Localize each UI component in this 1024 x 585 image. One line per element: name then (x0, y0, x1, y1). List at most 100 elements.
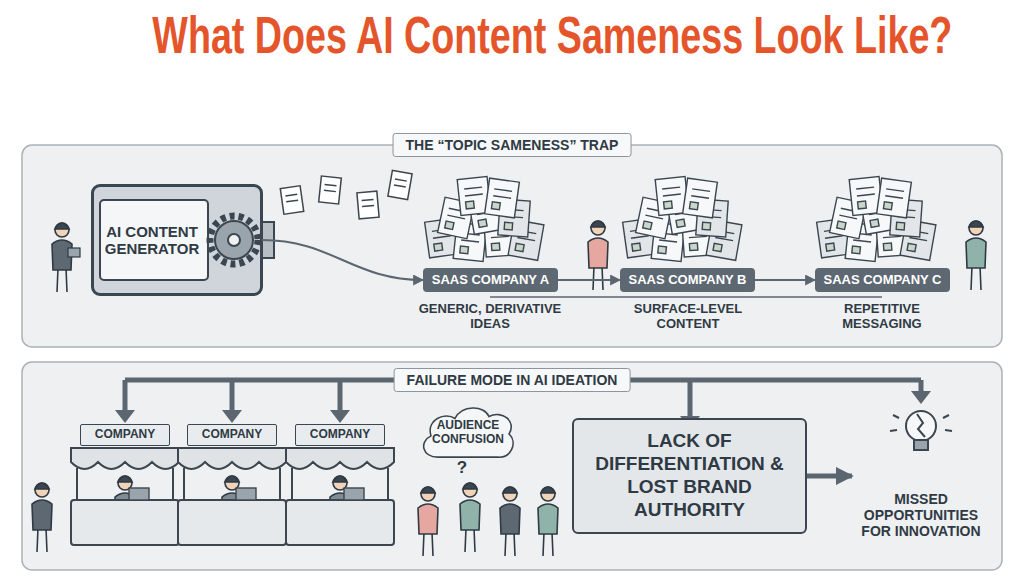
person (460, 483, 480, 552)
person-hair (503, 487, 517, 493)
document-line (825, 236, 843, 239)
document-thumb (491, 202, 500, 210)
person-head (541, 487, 555, 501)
person (500, 487, 520, 556)
person-leg (465, 528, 466, 552)
text-group: MISSED OPPORTUNITIES FOR INNOVATION (854, 491, 988, 539)
document-thumb (466, 201, 475, 209)
pile-document (877, 178, 912, 218)
annotation-label: GENERIC, DERIVATIVE IDEAS (410, 302, 570, 332)
tablet (68, 248, 80, 257)
document-thumb (515, 243, 524, 251)
text-group: COMPANY (310, 428, 370, 442)
document-thumb (664, 201, 673, 209)
bulb-crack (917, 414, 925, 437)
person-leg (552, 532, 553, 556)
sign-text: COMPANY (202, 428, 262, 442)
text-group: COMPANY (202, 428, 262, 442)
connector-arrow (262, 240, 423, 280)
person-body (460, 500, 480, 530)
document-line (394, 185, 406, 187)
person (418, 487, 438, 556)
person-body (500, 504, 520, 534)
outcome-note: MISSED OPPORTUNITIES FOR INNOVATION (852, 405, 990, 545)
document-line (325, 184, 337, 185)
plate-text: SAAS COMPANY C (824, 273, 942, 288)
missed-text: MISSED OPPORTUNITIES FOR INNOVATION (854, 491, 988, 539)
pile-document (683, 178, 718, 218)
person-leg (543, 532, 544, 556)
document-thumb (460, 246, 469, 254)
document (319, 176, 342, 204)
text-group: AI CONTENT GENERATOR (102, 223, 202, 258)
flying-documents (280, 170, 412, 218)
company-plate: SAAS COMPANY B (620, 268, 755, 292)
document-line (856, 187, 874, 189)
stall-sign: COMPANY (187, 424, 277, 446)
figures (32, 177, 986, 556)
bulb-ray (943, 415, 949, 418)
arrowhead (115, 410, 135, 423)
document-line (395, 179, 407, 181)
panel-band (22, 362, 1002, 570)
connector-arrow (558, 279, 620, 281)
document-thumb (826, 243, 835, 251)
person (966, 221, 986, 290)
gear-teeth (210, 216, 258, 264)
laptop (129, 488, 149, 500)
connector-arrow (755, 279, 815, 281)
document-line (286, 200, 298, 202)
gen-text: AI CONTENT GENERATOR (102, 223, 202, 258)
panels (22, 145, 1002, 570)
document-thumb (445, 221, 454, 230)
sign-text: COMPANY (95, 428, 155, 442)
person-hair (333, 476, 347, 482)
branch-drop (230, 380, 235, 412)
bulb-glass (906, 411, 936, 441)
document-line (883, 236, 901, 237)
document-thumb (478, 219, 487, 227)
panel-band: FAILURE MODE IN AI IDEATIONCOMPANYCOMPAN… (22, 362, 1002, 570)
bracket-line (490, 296, 882, 298)
bulb-base (914, 440, 928, 450)
cloud-shape (424, 408, 513, 457)
stall-awning (71, 448, 179, 469)
document-line (857, 194, 875, 196)
person-hair (55, 223, 69, 229)
stall-sign: COMPANY (295, 424, 385, 446)
document-thumb (632, 243, 641, 251)
person-head (503, 487, 517, 501)
annotation-label: SURFACE-LEVEL CONTENT (623, 302, 753, 332)
document-thumb (491, 243, 499, 251)
person (538, 487, 558, 556)
gear (215, 221, 253, 259)
document-line (362, 205, 374, 206)
connector-arrow (807, 474, 852, 479)
document-line (885, 196, 903, 199)
person-hair (421, 487, 435, 493)
person-head (421, 487, 435, 501)
text-group: COMPANY (95, 428, 155, 442)
stall-counter (178, 500, 286, 545)
person-leg (971, 266, 972, 290)
laptop (344, 488, 364, 500)
document (280, 186, 303, 215)
document-line (689, 236, 707, 237)
document-line (465, 194, 483, 196)
annotation-label: REPETITIVE MESSAGING (820, 302, 944, 332)
document-line (631, 236, 649, 239)
document-thumb (907, 243, 916, 251)
document (683, 178, 718, 218)
stall-sign: COMPANY (80, 424, 170, 446)
person-leg (57, 268, 58, 292)
outcome-box: LACK OF DIFFERENTIATION & LOST BRAND AUT… (572, 418, 807, 533)
document-line (494, 189, 512, 192)
document-line (662, 187, 680, 189)
document-thumb (702, 222, 710, 230)
bulb-ray (945, 430, 952, 431)
person-head (463, 483, 477, 497)
document-line (285, 194, 297, 196)
person-leg (593, 266, 594, 290)
